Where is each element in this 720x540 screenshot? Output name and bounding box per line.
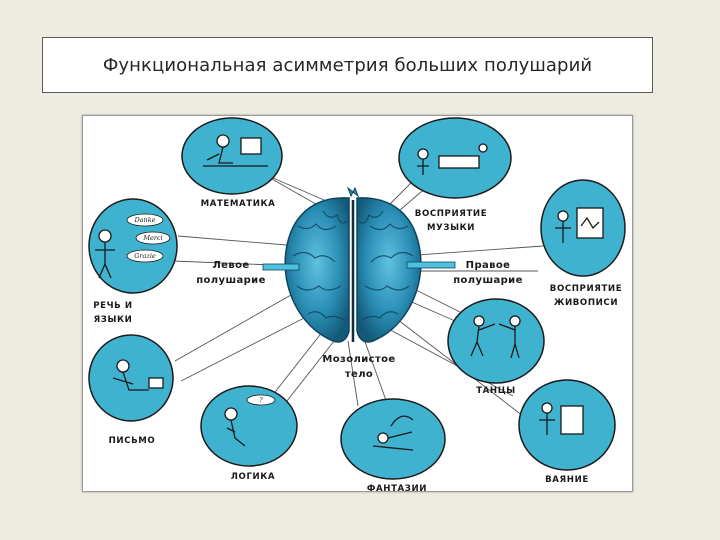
fantasy-flying-icon (372, 415, 414, 451)
speech-person-icon (95, 229, 115, 279)
label-sculpture: ВАЯНИЕ (545, 475, 589, 485)
label-logic: ЛОГИКА (231, 472, 275, 482)
circle-speech (88, 198, 178, 294)
bubble-danke: Danke (133, 216, 155, 224)
diagram-frame: Левое полушарие Правое полушарие Мозолис… (82, 115, 633, 492)
label-speech-1: РЕЧЬ И (93, 301, 132, 311)
left-hemisphere-label-2: полушарие (196, 275, 266, 286)
painting-viewer-icon (555, 207, 604, 243)
corpus-callosum-label-2: тело (345, 369, 373, 380)
right-hemisphere-label-2: полушарие (453, 275, 523, 286)
slide-title-box: Функциональная асимметрия больших полуша… (42, 37, 653, 93)
brain-illustration (262, 186, 456, 343)
connector-lines (172, 170, 544, 417)
label-speech-2: ЯЗЫКИ (94, 315, 133, 325)
bubble-logic: ? (259, 396, 263, 404)
slide-title: Функциональная асимметрия больших полуша… (102, 54, 593, 76)
right-hemisphere (356, 197, 422, 343)
label-writing: ПИСЬМО (109, 436, 156, 446)
circle-logic (200, 385, 298, 467)
circle-figures (95, 134, 604, 451)
writing-person-icon (112, 359, 164, 391)
sculpture-sculptor-icon (539, 402, 584, 435)
bubble-merci: Merci (142, 234, 162, 242)
circle-math (181, 117, 283, 195)
label-painting-2: ЖИВОПИСИ (554, 298, 618, 308)
label-music-1: ВОСПРИЯТИЕ (415, 209, 487, 219)
hemisphere-labels: Левое полушарие Правое полушарие Мозолис… (196, 260, 523, 380)
label-fantasy: ФАНТАЗИИ (367, 484, 427, 492)
bubble-grazie: Grazie (134, 252, 156, 260)
logic-thinker-icon (224, 407, 246, 447)
function-labels: МАТЕМАТИКА РЕЧЬ И ЯЗЫКИ ПИСЬМО ЛОГИКА ФА… (93, 199, 622, 492)
dance-dancers-icon (470, 315, 521, 359)
circle-dance (447, 298, 545, 384)
corpus-callosum-label-1: Мозолистое (322, 354, 395, 365)
right-hemisphere-label-1: Правое (466, 260, 511, 271)
label-painting-1: ВОСПРИЯТИЕ (550, 284, 622, 294)
music-musicians-icon (417, 143, 488, 175)
left-hemisphere (284, 197, 350, 343)
math-person-icon (203, 134, 268, 167)
left-hemisphere-label-1: Левое (212, 260, 249, 271)
label-music-2: МУЗЫКИ (427, 223, 475, 233)
circle-fantasy (340, 398, 446, 480)
label-dance: ТАНЦЫ (476, 386, 516, 396)
brain-asymmetry-diagram: Левое полушарие Правое полушарие Мозолис… (88, 117, 626, 492)
speech-bubbles: Danke Merci Grazie ? (126, 213, 276, 406)
label-math: МАТЕМАТИКА (201, 199, 276, 209)
circle-writing (88, 334, 174, 422)
